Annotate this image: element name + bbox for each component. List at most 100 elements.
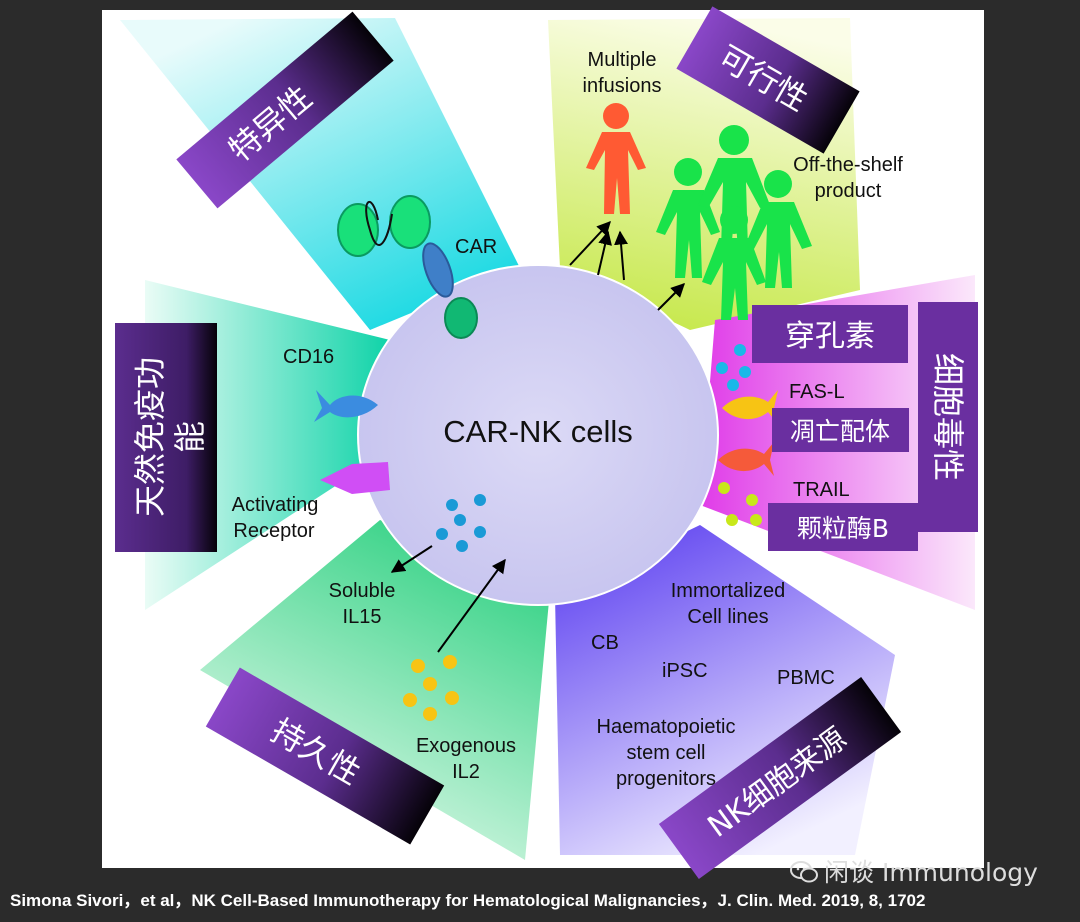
banner-innate-bg: [115, 323, 217, 552]
label-haema-2: stem cell: [627, 742, 706, 764]
patient-figure: [586, 103, 646, 214]
donor-body: [656, 190, 720, 278]
label-multiple-1: Multiple: [588, 49, 657, 71]
donor-head: [674, 158, 702, 186]
banner-innate-text-2: 能: [171, 421, 209, 453]
cd16-shape: [314, 390, 378, 422]
il15-dot: [474, 526, 486, 538]
label-immortalized-1: Immortalized: [671, 580, 785, 602]
banner-nk-source-bg: [658, 677, 902, 879]
infusion-arrow: [597, 230, 612, 276]
banner-granzyme-bg: [768, 503, 918, 551]
il15-dot: [436, 528, 448, 540]
banner-cytotoxicity: 细胞毒性: [918, 302, 978, 532]
il2-dots: [403, 655, 459, 721]
label-offshelf-1: Off-the-shelf: [793, 154, 903, 176]
label-car: CAR: [455, 236, 497, 258]
il2-dot: [403, 693, 417, 707]
perforin-dot: [716, 362, 728, 374]
label-exogenous-1: Exogenous: [416, 735, 516, 757]
il15-dots: [436, 494, 486, 552]
il15-dot: [474, 494, 486, 506]
donor-head: [764, 170, 792, 198]
banner-granzyme-text: 颗粒酶B: [797, 514, 889, 543]
banner-innate: 天然免疫功 能: [115, 323, 217, 552]
patient-head: [603, 103, 629, 129]
label-ipsc: iPSC: [662, 660, 708, 682]
sector-persistence: [200, 520, 550, 860]
activating-receptor-shape: [320, 462, 390, 494]
banner-perforin: 穿孔素: [752, 305, 908, 363]
banner-granzyme: 颗粒酶B: [768, 503, 918, 551]
granzyme-dot: [746, 494, 758, 506]
donor-body: [698, 158, 770, 250]
label-activating-2: Receptor: [233, 520, 314, 542]
banner-perforin-bg: [752, 305, 908, 363]
banner-persistence-bg: [205, 667, 445, 845]
perforin-dot: [734, 344, 746, 356]
il2-arrow: [437, 558, 506, 653]
donor-body: [745, 202, 812, 288]
banner-cytotoxicity-bg: [918, 302, 978, 532]
banner-innate-text-1: 天然免疫功: [131, 357, 169, 517]
label-immortalized-2: Cell lines: [687, 606, 768, 628]
trail-shape: [718, 442, 774, 476]
banner-apoptosis-ligand: 凋亡配体: [772, 408, 909, 452]
perforin-dot: [739, 366, 751, 378]
banner-specificity-bg: [176, 11, 394, 209]
fasl-shape: [722, 390, 778, 424]
label-haema-3: progenitors: [616, 768, 716, 790]
label-cb: CB: [591, 632, 619, 654]
granzyme-dot: [726, 514, 738, 526]
cd16-receptor: [314, 390, 378, 422]
banner-apoptosis-ligand-bg: [772, 408, 909, 452]
perforin-dot: [727, 379, 739, 391]
banner-cytotoxicity-text: 细胞毒性: [929, 353, 967, 481]
il2-dot: [423, 677, 437, 691]
sector-specificity: [120, 18, 520, 330]
banner-perforin-text: 穿孔素: [785, 319, 875, 354]
donor-head: [720, 206, 748, 234]
il15-dot: [454, 514, 466, 526]
banner-feasibility-bg: [676, 6, 860, 154]
citation: Simona Sivori，et al，NK Cell-Based Immuno…: [10, 891, 926, 910]
il2-dot: [445, 691, 459, 705]
car-intracellular: [444, 297, 478, 339]
infusion-arrows: [569, 220, 685, 311]
chat-bubble-icon: [790, 861, 818, 883]
car-linker: [365, 200, 393, 246]
il2-dot: [443, 655, 457, 669]
label-offshelf-2: product: [815, 180, 882, 202]
label-haema-1: Haematopoietic: [597, 716, 736, 738]
label-soluble-1: Soluble: [329, 580, 396, 602]
label-activating-1: Activating: [232, 494, 319, 516]
il2-dot: [423, 707, 437, 721]
label-trail: TRAIL: [793, 479, 850, 501]
label-soluble-2: IL15: [343, 606, 382, 628]
infusion-arrow: [569, 220, 611, 266]
donor-figures: [656, 125, 812, 320]
car-nk-cell: [357, 264, 719, 606]
car-scfv-left: [337, 203, 379, 257]
infusion-arrow: [614, 230, 629, 281]
offshelf-arrow: [657, 283, 685, 311]
label-exogenous-2: IL2: [452, 761, 480, 783]
granzyme-dot: [750, 514, 762, 526]
il15-dot: [456, 540, 468, 552]
label-pbmc: PBMC: [777, 667, 835, 689]
label-cd16: CD16: [283, 346, 334, 368]
label-multiple-2: infusions: [583, 75, 662, 97]
watermark-text: 闲谈 Immunology: [824, 858, 1038, 887]
label-fasl: FAS-L: [789, 381, 845, 403]
donor-head: [719, 125, 749, 155]
il15-arrow: [390, 545, 433, 573]
car-scfv-right: [389, 195, 431, 249]
banner-apoptosis-ligand-text: 凋亡配体: [790, 417, 890, 446]
il2-dot: [411, 659, 425, 673]
watermark: 闲谈 Immunology: [790, 858, 1060, 888]
patient-body: [586, 132, 646, 214]
donor-body: [702, 238, 766, 320]
center-label: CAR-NK cells: [443, 414, 632, 449]
granzyme-dot: [718, 482, 730, 494]
